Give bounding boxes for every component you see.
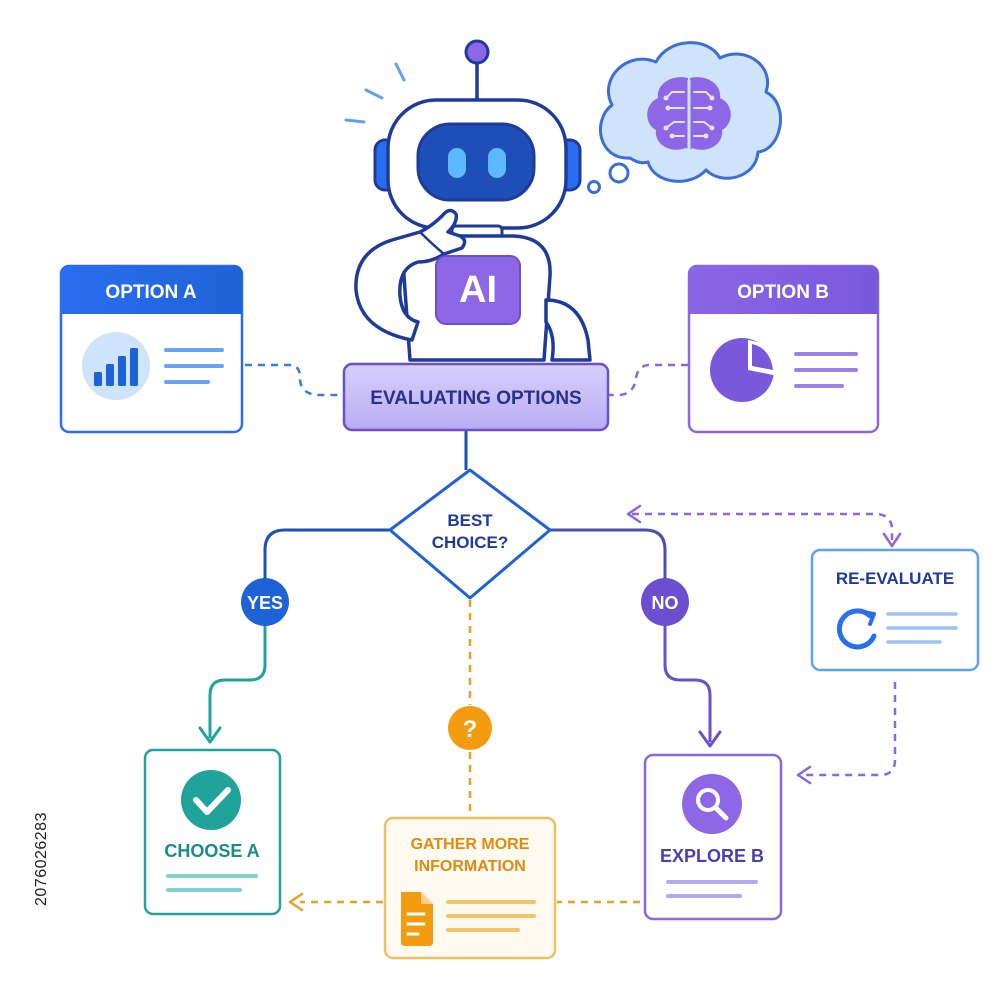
text-lines	[886, 612, 958, 644]
option-b-title: OPTION B	[737, 282, 829, 303]
explore-b-label: EXPLORE B	[660, 846, 764, 866]
checkmark-icon	[181, 770, 241, 830]
evaluating-options-box: EVALUATING OPTIONS	[342, 362, 610, 432]
text-lines	[166, 874, 258, 892]
text-lines	[164, 348, 224, 384]
option-a-title: OPTION A	[105, 282, 196, 303]
no-badge: NO	[641, 578, 689, 626]
question-badge: ?	[448, 706, 492, 750]
ai-robot: AI	[344, 39, 592, 362]
refresh-icon	[836, 608, 877, 650]
decision-line1: BEST	[447, 511, 493, 530]
yes-label: YES	[247, 593, 283, 613]
question-label: ?	[463, 716, 478, 743]
gather-info-card: GATHER MORE INFORMATION	[383, 816, 557, 960]
decision-diamond: BEST CHOICE?	[388, 468, 552, 600]
search-icon	[682, 774, 742, 834]
option-b-card: OPTION B	[687, 264, 880, 434]
brain-icon	[647, 77, 731, 150]
re-evaluate-card: RE-EVALUATE	[810, 548, 980, 672]
robot-ai-label: AI	[459, 269, 497, 311]
explore-b-card: EXPLORE B	[643, 753, 783, 921]
side-identifier: 2076026283	[33, 812, 50, 906]
yes-badge: YES	[241, 578, 289, 626]
text-lines	[666, 880, 758, 898]
document-icon	[401, 892, 433, 946]
option-a-card: OPTION A	[59, 264, 244, 434]
thought-bubble	[587, 41, 782, 194]
bar-chart-icon	[82, 332, 150, 400]
decision-line2: CHOICE?	[432, 533, 509, 552]
re-evaluate-label: RE-EVALUATE	[836, 569, 954, 588]
connectors	[198, 363, 902, 912]
gather-line2: INFORMATION	[414, 858, 526, 875]
text-lines	[794, 352, 858, 388]
choose-a-card: CHOOSE A	[143, 748, 282, 916]
no-label: NO	[652, 593, 679, 613]
text-lines	[446, 900, 536, 932]
choose-a-label: CHOOSE A	[164, 841, 259, 861]
evaluating-options-label: EVALUATING OPTIONS	[370, 388, 581, 409]
gather-line1: GATHER MORE	[411, 836, 530, 853]
pie-chart-icon	[710, 338, 778, 402]
